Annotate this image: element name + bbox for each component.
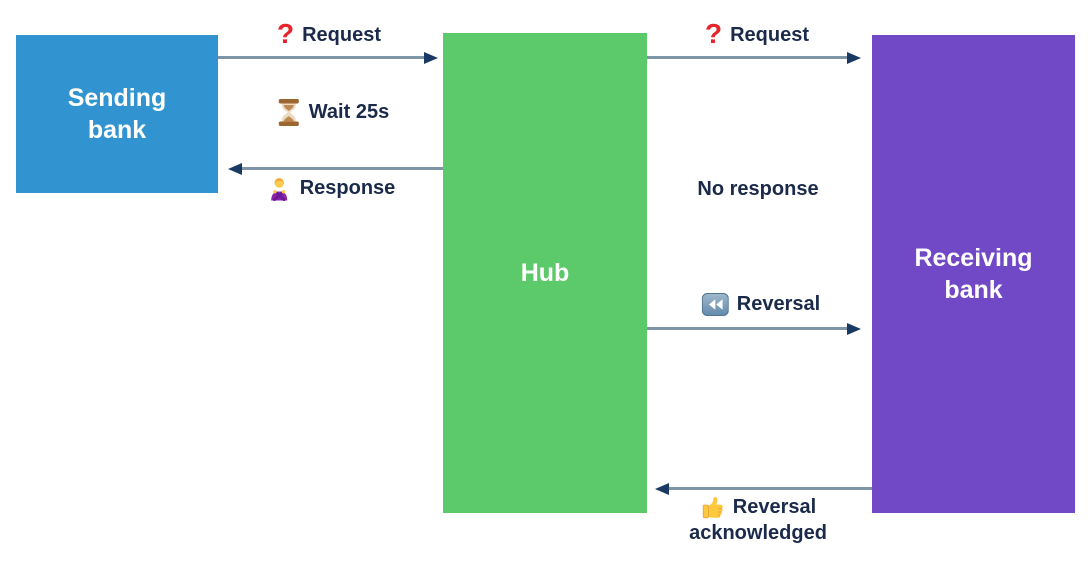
reversal-acknowledged-label: Reversal acknowledged (689, 495, 827, 545)
wait-text: Wait 25s (308, 101, 390, 123)
request-text: Request (730, 23, 810, 46)
thumbs-up-icon (700, 495, 725, 520)
arrowhead-left-icon (228, 162, 242, 175)
arrow-hub-to-receiving (647, 51, 861, 64)
hourglass-icon (277, 99, 301, 126)
request-text: Request (302, 23, 382, 46)
question-icon: ? (276, 18, 295, 49)
question-icon: ? (704, 18, 723, 49)
sending-bank-node: Sending bank (16, 35, 218, 193)
person-gesturing-no-icon (267, 176, 292, 201)
arrowhead-right-icon (847, 51, 861, 64)
arrowhead-right-icon (424, 51, 438, 64)
hub-node: Hub (443, 33, 647, 513)
no-response-text: No response (697, 178, 819, 200)
arrowhead-right-icon (847, 322, 861, 335)
request-to-receiving-label: ? Request (704, 18, 810, 49)
arrow-receiving-to-hub-ack (655, 482, 872, 495)
sending-bank-label: Sending bank (67, 83, 167, 145)
reversal-text: Reversal (736, 293, 821, 315)
request-to-hub-label: ? Request (276, 18, 382, 49)
response-label: Response (267, 176, 396, 201)
rewind-icon (701, 293, 729, 316)
reversal-label: Reversal (701, 293, 821, 316)
wait-label: Wait 25s (277, 99, 389, 126)
receiving-bank-node: Receiving bank (872, 35, 1075, 513)
receiving-bank-label: Receiving bank (914, 243, 1033, 305)
arrow-hub-to-receiving-reversal (647, 322, 861, 335)
arrowhead-left-icon (655, 482, 669, 495)
no-response-label: No response (697, 178, 818, 201)
response-text: Response (299, 177, 396, 199)
reversal-ack-text-line1: Reversal (732, 496, 817, 518)
arrow-sending-to-hub (218, 51, 438, 64)
hub-label: Hub (520, 258, 570, 287)
reversal-ack-text-line2: acknowledged (689, 522, 827, 544)
arrow-hub-to-sending (228, 162, 443, 175)
